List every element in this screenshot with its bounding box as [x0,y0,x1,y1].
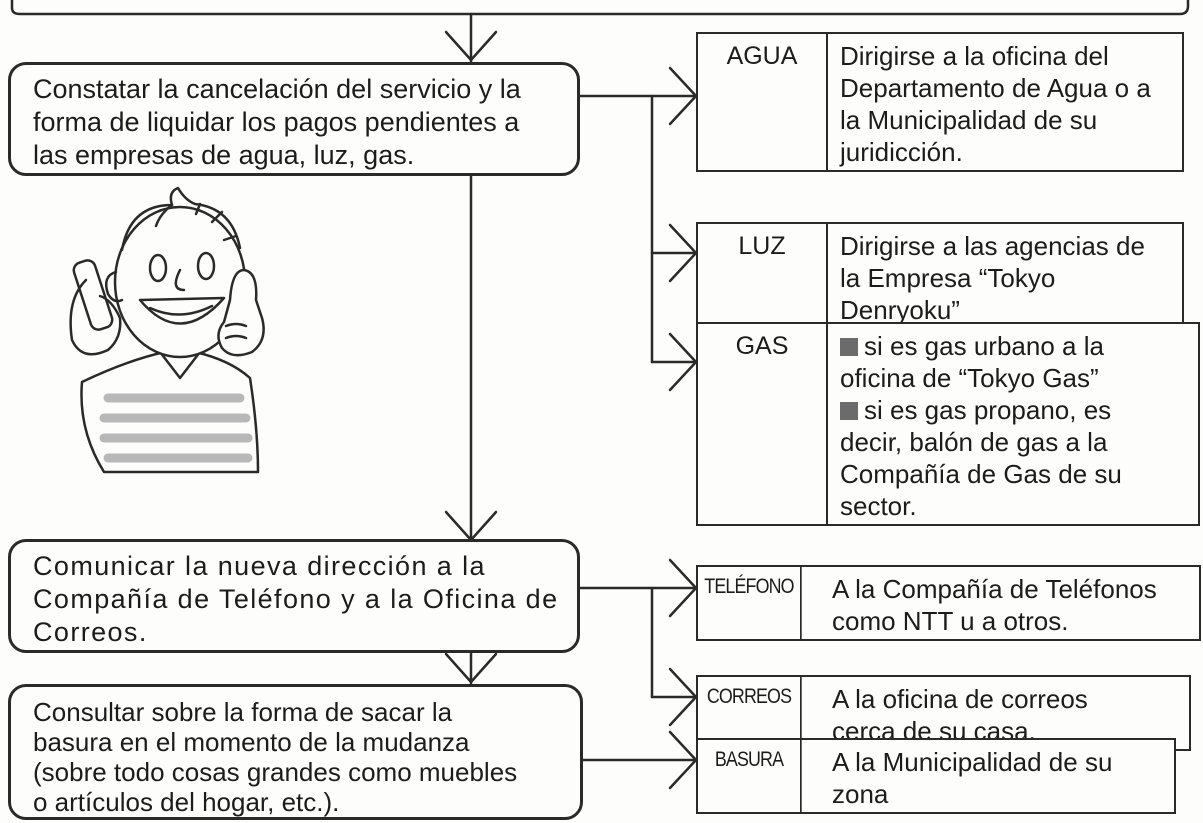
service-luz-description: Dirigirse a las agencias de la Empresa “… [828,224,1182,326]
service-telefono-description: A la Compañía de Teléfonos como NTT u a … [820,567,1199,639]
service-gas: GAS si es gas urbano a la oficina de “To… [696,322,1200,526]
step-utilities-line: Constatar la cancelación del servicio y … [33,74,521,104]
service-agua: AGUA Dirigirse a la oficina del Departam… [696,32,1184,172]
step-garbage-line: Consultar sobre la forma de sacar la [33,697,453,727]
service-luz-line: la Empresa “Tokyo [840,263,1056,293]
service-gas-line-text: si es gas propano, es [864,395,1112,425]
service-agua-description: Dirigirse a la oficina del Departamento … [828,34,1182,170]
service-correos-category: CORREOS [698,677,802,749]
service-agua-category: AGUA [698,34,828,170]
step-utilities-line: las empresas de agua, luz, gas. [33,140,415,170]
service-gas-line: decir, balón de gas a la [840,427,1108,457]
step-address-line: Comunicar la nueva dirección a la [33,551,486,581]
service-basura-description: A la Municipalidad de su zona [820,740,1174,812]
service-gas-line: Compañía de Gas de su [840,459,1122,489]
man-on-phone-thumbs-up-illustration [69,186,265,474]
service-agua-line: Departamento de Agua o a [840,73,1151,103]
service-agua-line: la Municipalidad de su [840,105,1098,135]
step-utilities: Constatar la cancelación del servicio y … [8,62,580,176]
service-luz-category: LUZ [698,224,828,326]
service-telefono-line: A la Compañía de Teléfonos [832,574,1157,604]
step-garbage-line: o artículos del hogar, etc.). [33,787,340,817]
service-gas-line: oficina de “Tokyo Gas” [840,363,1099,393]
service-correos-line: A la oficina de correos [832,684,1088,714]
service-basura-category: BASURA [698,740,802,812]
previous-step-box-edge [10,0,1190,16]
step-utilities-line: forma de liquidar los pagos pendientes a [33,107,520,137]
service-telefono-line: como NTT u a otros. [832,606,1069,636]
bullet-square-icon [840,402,858,420]
service-telefono-category: TELÉFONO [698,567,802,639]
service-luz-line: Denryoku” [840,295,960,325]
service-basura: BASURA A la Municipalidad de su zona [696,738,1176,814]
step-garbage: Consultar sobre la forma de sacar la bas… [8,684,583,820]
service-agua-line: juridicción. [840,137,963,167]
service-gas-line: sector. [840,491,917,521]
service-agua-line: Dirigirse a la oficina del [840,41,1109,71]
service-gas-line: si es gas urbano a la [840,330,1190,362]
service-luz-line: Dirigirse a las agencias de [840,231,1145,261]
step-address-line: Compañía de Teléfono y a la Oficina de [33,584,559,614]
step-address-line: Correos. [33,617,148,647]
service-gas-line: si es gas propano, es [840,394,1190,426]
service-basura-line: zona [832,779,889,809]
step-address: Comunicar la nueva dirección a la Compañ… [8,539,580,653]
step-garbage-line: basura en el momento de la mudanza [33,727,470,757]
service-telefono: TELÉFONO A la Compañía de Teléfonos como… [696,565,1201,641]
step-garbage-line: (sobre todo cosas grandes como muebles [33,757,518,787]
service-luz: LUZ Dirigirse a las agencias de la Empre… [696,222,1184,328]
service-gas-category: GAS [698,324,828,524]
service-basura-line: A la Municipalidad de su [832,747,1113,777]
service-gas-description: si es gas urbano a la oficina de “Tokyo … [828,324,1198,524]
service-gas-line-text: si es gas urbano a la [864,331,1104,361]
down-arrow-1 [444,30,498,62]
down-arrow-3 [444,652,498,684]
bullet-square-icon [840,338,858,356]
